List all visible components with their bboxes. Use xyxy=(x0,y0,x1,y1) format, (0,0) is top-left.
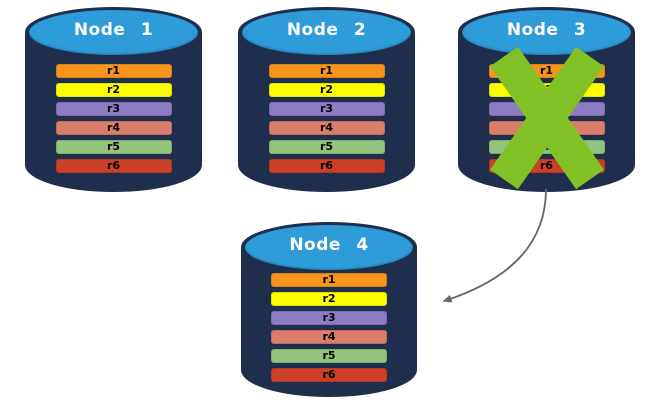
node-3-cylinder-top xyxy=(462,10,631,55)
replica-row-r3: r3 xyxy=(55,102,172,116)
node-3-label: Node 3 xyxy=(506,20,587,40)
replica-row-r1: r1 xyxy=(268,64,385,78)
replica-row-r2: r2 xyxy=(271,292,387,306)
replica-row-r5: r5 xyxy=(268,140,385,154)
replica-row-r4: r4 xyxy=(55,121,172,135)
replica-row-r5: r5 xyxy=(271,349,387,363)
node-2-replica-list: r1 r2 r3 r4 r5 r6 xyxy=(268,64,385,178)
node-2-label: Node 2 xyxy=(286,20,367,40)
node-3-cylinder: Node 3 r1 r2 r3 r4 r5 r6 xyxy=(458,7,635,192)
replica-row-r1: r1 xyxy=(55,64,172,78)
node-1-label: Node 1 xyxy=(73,20,154,40)
replica-row-r6: r6 xyxy=(271,368,387,382)
replica-row-r2: r2 xyxy=(55,83,172,97)
node-4-replica-list: r1 r2 r3 r4 r5 r6 xyxy=(271,273,387,387)
node-4-cylinder-top xyxy=(245,225,413,270)
replica-row-r6: r6 xyxy=(55,159,172,173)
replica-row-r6: r6 xyxy=(268,159,385,173)
failover-arrow-path xyxy=(442,188,547,303)
replica-row-r3: r3 xyxy=(268,102,385,116)
replica-row-r4: r4 xyxy=(268,121,385,135)
replica-row-r5: r5 xyxy=(55,140,172,154)
node-1-replica-list: r1 r2 r3 r4 r5 r6 xyxy=(55,64,172,178)
node-2-cylinder: Node 2 r1 r2 r3 r4 r5 r6 xyxy=(238,7,415,192)
replica-row-r4: r4 xyxy=(271,330,387,344)
node-1-cylinder-top xyxy=(29,10,198,55)
node-2-cylinder-top xyxy=(242,10,411,55)
replica-row-r1: r1 xyxy=(271,273,387,287)
node-1-cylinder: Node 1 r1 r2 r3 r4 r5 r6 xyxy=(25,7,202,192)
replica-row-r3: r3 xyxy=(271,311,387,325)
replica-row-r2: r2 xyxy=(268,83,385,97)
node-4-label: Node 4 xyxy=(289,235,369,255)
node-4-cylinder: Node 4 r1 r2 r3 r4 r5 r6 xyxy=(241,222,417,397)
